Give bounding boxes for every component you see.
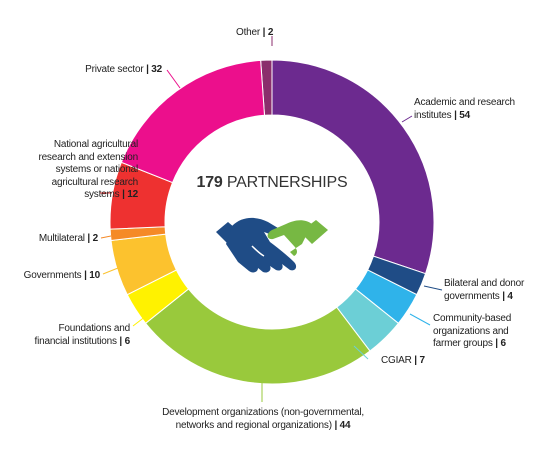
leader-line — [353, 345, 369, 360]
label-foundations: Foundations and financial institutions |… — [34, 323, 131, 347]
label-other: Other | 2 — [236, 27, 274, 38]
segment-development-organizations-non-governmental-networks-and-regional-organizations — [144, 288, 371, 385]
label-multilateral: Multilateral | 2 — [38, 233, 98, 244]
label-development: Development organizations (non-governmen… — [162, 407, 364, 431]
segment-academic-and-research-institutes — [271, 59, 435, 275]
leader-line — [409, 313, 431, 326]
leader-line — [166, 69, 181, 89]
leader-line — [423, 285, 443, 291]
leader-lines — [100, 36, 443, 402]
partnership-count: 179 — [196, 174, 223, 191]
partnership-label: PARTNERSHIPS — [226, 174, 348, 191]
leader-line — [132, 315, 147, 327]
label-bilateral: Bilateral and donor governments | 4 — [444, 278, 525, 302]
label-community: Community-based organizations and farmer… — [433, 313, 512, 349]
segment-private-sector — [120, 59, 266, 184]
label-governments: Governments | 10 — [23, 270, 101, 281]
donut-segments — [109, 59, 435, 385]
label-cgiar: CGIAR | 7 — [381, 355, 425, 366]
label-nars: National agricultural research and exten… — [38, 139, 138, 200]
leader-line — [100, 235, 112, 239]
label-academic: Academic and research institutes | 54 — [414, 97, 515, 121]
label-private-sector: Private sector | 32 — [85, 64, 162, 75]
leader-line — [401, 115, 413, 123]
leader-line — [102, 267, 119, 275]
center-title: 179 PARTNERSHIPS — [172, 174, 372, 192]
handshake-icon — [216, 217, 328, 273]
